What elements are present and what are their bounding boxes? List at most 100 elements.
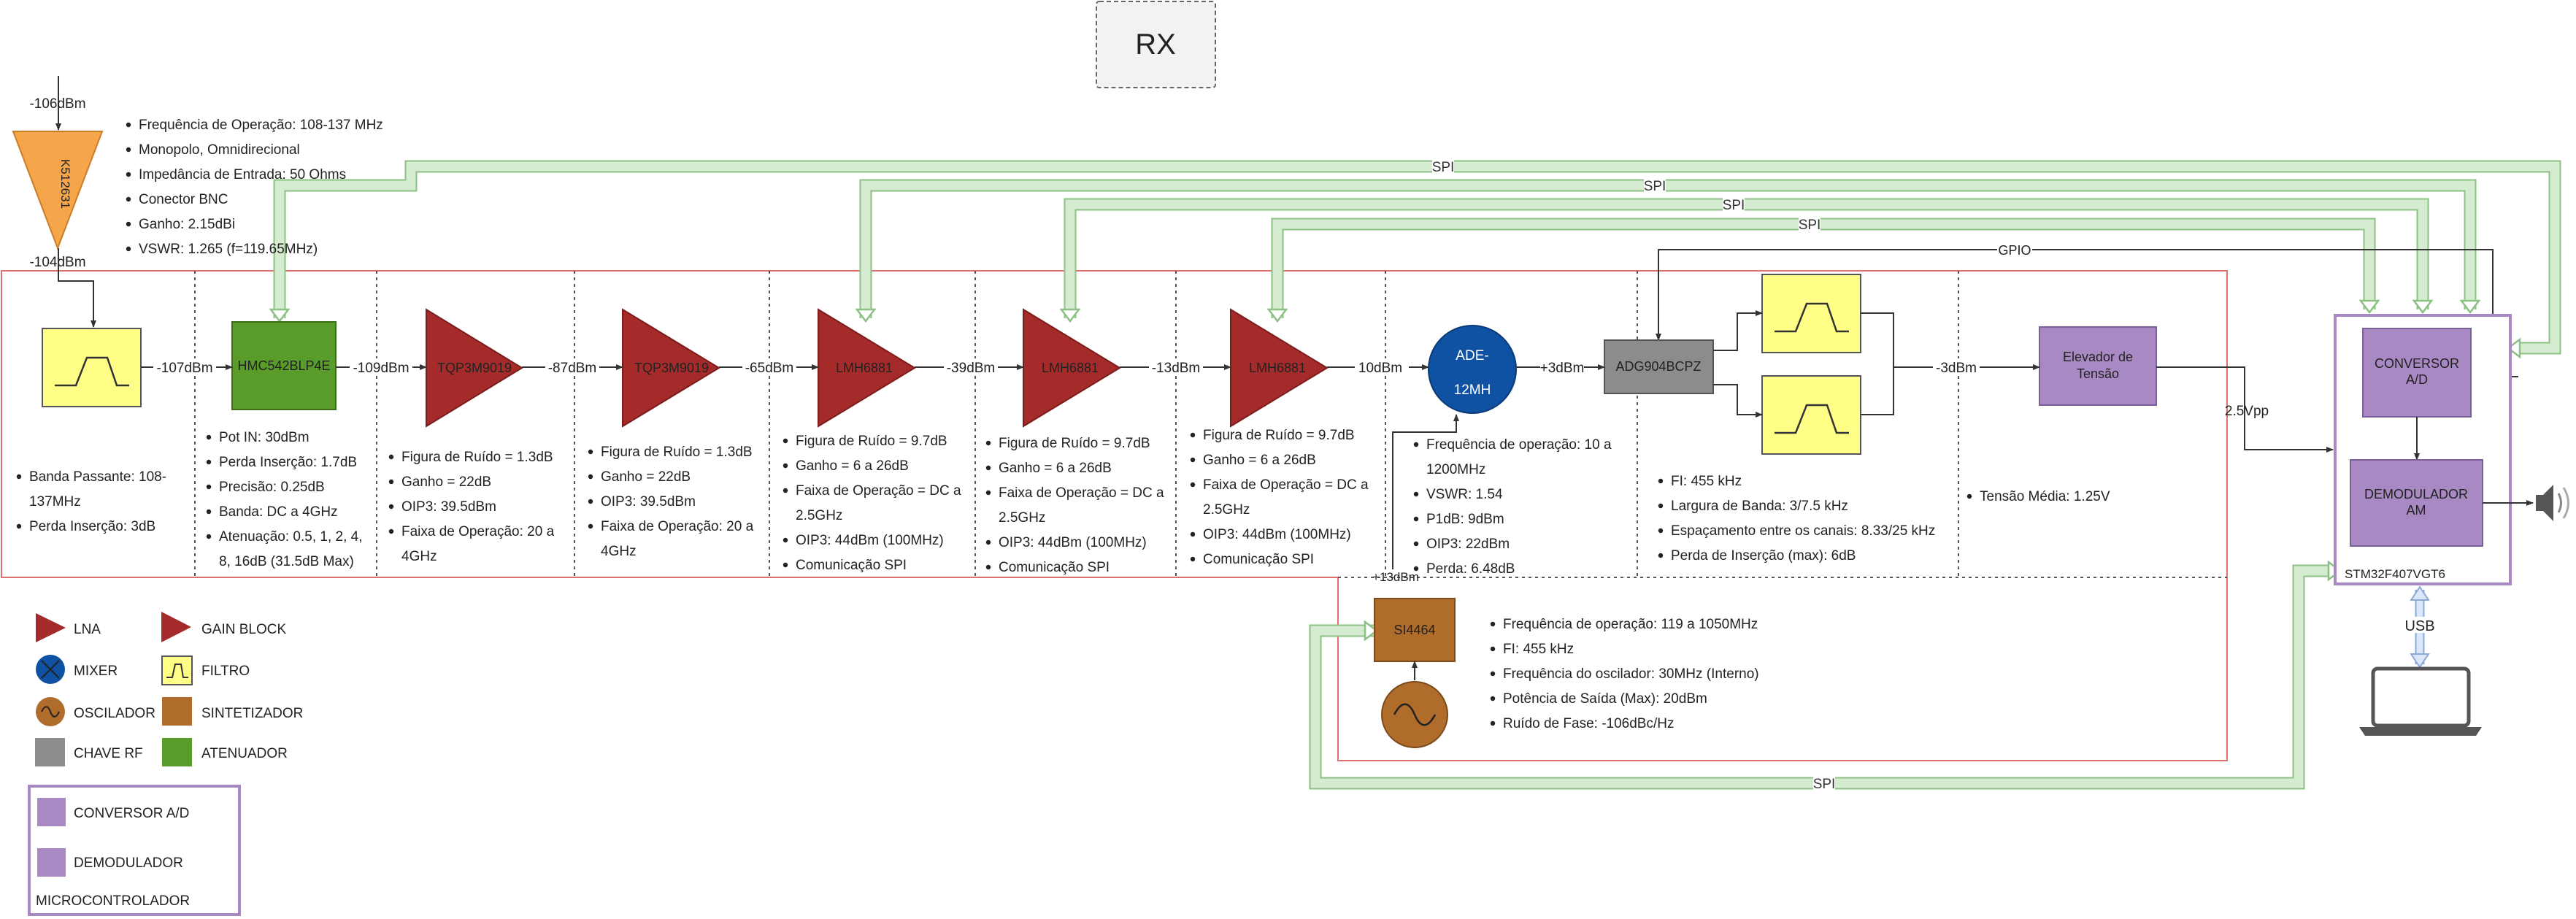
specs.synth-spec-line: Potência de Saída (Max): 20dBm [1503,691,1707,707]
bullet [1190,531,1196,537]
legend-synth-icon [162,697,192,726]
bullet [1490,720,1496,726]
specs.lna2-spec-line: OIP3: 44dBm (100MHz) [999,535,1147,550]
legend-switch-icon [35,738,65,766]
bullet [1413,491,1419,497]
bullet [1658,528,1664,534]
specs.lna3-spec-line: Comunicação SPI [1203,552,1314,567]
adc-block [2362,328,2472,418]
specs.lna3-spec-line: Faixa de Operação = DC a [1203,477,1369,493]
bullet [1490,696,1496,701]
bullet [1413,541,1419,547]
bullet [206,459,212,465]
legend-lna-icon [36,613,66,642]
bullet [1658,503,1664,509]
specs.lna3-spec-line: OIP3: 44dBm (100MHz) [1203,527,1351,542]
bullet [985,440,991,446]
specs.synth-spec-line: FI: 455 kHz [1503,642,1574,657]
bullet [985,465,991,471]
rf-switch-block [1604,339,1714,394]
antenna-label: K512631 [58,159,72,209]
bullet [985,564,991,570]
bullet [126,122,131,128]
specs.amp2-spec-line: Ganho = 22dB [601,469,691,485]
level-labels: -107dBm -109dBm -87dBm -65dBm -39dBm -13… [153,358,2269,584]
specs.lna3-spec-line: Figura de Ruído = 9.7dB [1203,428,1355,443]
specs.mixer-spec-line: Frequência de operação: 10 a [1426,437,1612,453]
antenna_specs-spec-line: Monopolo, Omnidirecional [139,142,300,158]
specs.lna2-spec-line: Ganho = 6 a 26dB [999,461,1112,476]
synthesizer-label: SI4464 [1393,623,1435,637]
bullet [783,562,788,568]
specs.lna1-spec-line: Figura de Ruído = 9.7dB [796,434,947,449]
level-filter-out: -107dBm [156,361,212,376]
level-synth-out: +13dBm [1372,570,1419,584]
antenna_specs-spec-line: Impedância de Entrada: 50 Ohms [139,167,346,182]
spi-labels: SPI SPI SPI SPI SPI [1432,159,1835,792]
bullet [588,523,593,529]
filter-icon [1775,404,1849,434]
antenna_specs-spec-line: Frequência de Operação: 108-137 MHz [139,118,383,133]
legend-adc: CONVERSOR A/D [74,806,189,821]
rf-switch-label: ADG904BCPZ [1615,359,1701,374]
specs.mixer-spec-line: 1200MHz [1426,462,1485,477]
specs.amp2-spec-line: 4GHz [601,544,637,559]
specs.amp1-spec-line: 4GHz [401,549,437,564]
specs.lna3-spec-line: 2.5GHz [1203,502,1250,518]
bullet [1190,432,1196,438]
level-lna3-out: 10dBm [1358,361,1402,376]
level-lna2-out: -13dBm [1152,361,1201,376]
voltage-booster-label-2: Tensão [2077,366,2119,381]
antenna-icon [12,131,104,250]
bullet [1490,621,1496,627]
level-lna1-out: -39dBm [947,361,996,376]
legend-attenuator-icon [162,738,192,766]
demodulator-block [2350,459,2483,547]
bullet [388,504,394,510]
mcu-model-label: STM32F407VGT6 [2345,567,2445,581]
bullet [126,172,131,177]
demodulator-label-1: DEMODULADOR [2364,487,2468,501]
adc-label-2: A/D [2406,372,2428,387]
attenuator-block [231,321,337,410]
lna-2-label: LMH6881 [1042,361,1099,375]
specs.lna1-spec-line: OIP3: 44dBm (100MHz) [796,533,944,548]
bullet [206,484,212,490]
bullet [1658,478,1664,484]
specs.amp2-spec-line: Faixa de Operação: 20 a [601,519,754,534]
specs.mixer-spec-line: OIP3: 22dBm [1426,537,1510,552]
lna-3-label: LMH6881 [1249,361,1306,375]
bullet [1190,457,1196,463]
stage-dividers [194,271,1959,577]
bullet [985,490,991,496]
bandpass-filter-1 [42,328,142,407]
legend-adc-icon [37,798,66,826]
antenna-input-level: -106dBm [29,96,85,112]
bullet [783,463,788,469]
spi-label-3: SPI [1723,198,1745,213]
legend-gain-block: GAIN BLOCK [201,622,286,637]
level-filters-out: -3dBm [1936,361,1977,376]
bullet [1413,566,1419,572]
specs.amp2-spec-line: Figura de Ruído = 1.3dB [601,445,753,460]
bullet [126,221,131,227]
bullet [783,537,788,543]
bullet [1190,556,1196,562]
specs.boost-spec-line: Tensão Média: 1.25V [1980,489,2110,504]
bullet [16,474,22,480]
specs.lna3-spec-line: Ganho = 6 a 26dB [1203,453,1316,468]
specs.mixer-spec-line: P1dB: 9dBm [1426,512,1504,527]
legend-gain-block-icon [161,612,191,642]
specs.attenuator-spec-line: Atenuação: 0.5, 1, 2, 4, [219,529,362,545]
filter-icon [55,356,129,387]
rf-chain-region [1,270,2228,761]
bullet [388,479,394,485]
bullet [206,434,212,440]
gpio-label: GPIO [1998,243,2031,258]
specs.if_stage-spec-line: Perda de Inserção (max): 6dB [1671,548,1856,564]
bullet [783,438,788,444]
filter-icon [1775,302,1849,333]
specs.synth-spec-line: Ruído de Fase: -106dBc/Hz [1503,716,1674,731]
